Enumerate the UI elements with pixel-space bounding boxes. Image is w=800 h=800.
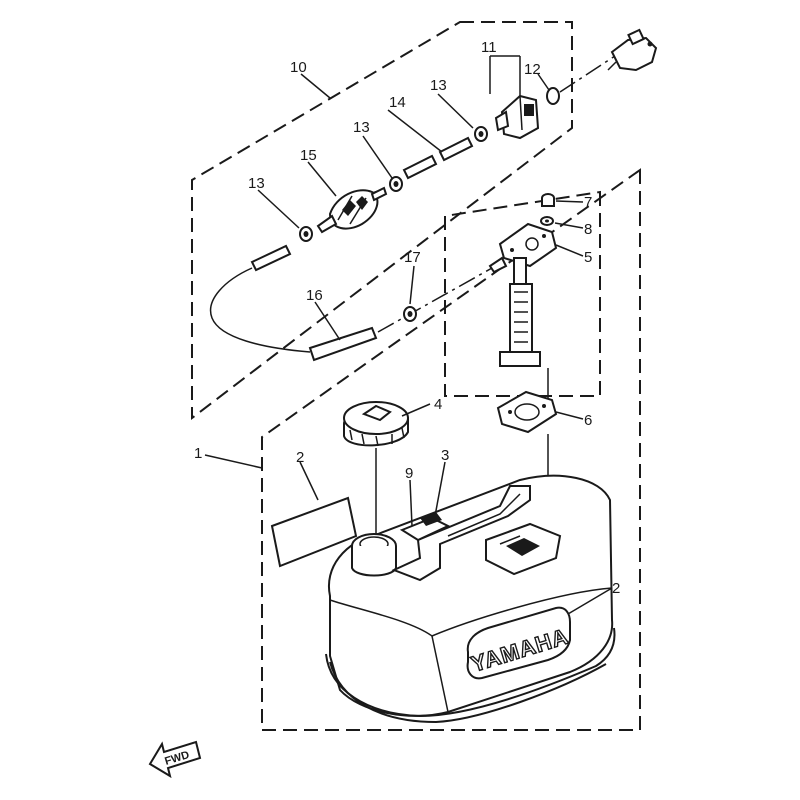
fuel-pickup-assembly <box>488 222 558 367</box>
callout-9: 9 <box>405 465 413 482</box>
hose-clamp-left <box>299 226 313 242</box>
tank-connector <box>494 94 540 140</box>
callout-13-left: 13 <box>248 175 265 192</box>
callout-4: 4 <box>434 396 442 413</box>
callout-13-middle: 13 <box>353 119 370 136</box>
fuel-tank: YAMAHA <box>325 474 616 724</box>
callout-7: 7 <box>584 194 592 211</box>
forward-direction-arrow: FWD <box>148 740 202 779</box>
callout-2-decal: 2 <box>296 449 304 466</box>
pickup-gasket <box>496 390 558 434</box>
fuel-line-group-boundary <box>191 21 573 421</box>
callout-17: 17 <box>404 249 421 266</box>
callout-5: 5 <box>584 249 592 266</box>
callout-13-top: 13 <box>430 77 447 94</box>
callout-labels: 1 2 2 3 4 5 6 7 8 9 10 11 12 13 13 13 14… <box>194 39 620 597</box>
hose-clamp-middle <box>389 176 403 192</box>
callout-10: 10 <box>290 59 307 76</box>
hose-clamp-lower <box>403 306 417 322</box>
pickup-washer <box>540 216 554 226</box>
pickup-screw <box>541 193 555 207</box>
connector-centerline <box>559 55 616 93</box>
o-ring <box>546 87 560 105</box>
fuel-hose-upper <box>250 244 292 272</box>
fuel-hose-short-b <box>402 154 438 180</box>
callout-1: 1 <box>194 445 202 462</box>
callout-14: 14 <box>389 94 406 111</box>
callout-11: 11 <box>481 39 497 56</box>
hose-clamp-top <box>474 126 488 142</box>
fuel-hose-short-a <box>438 136 474 162</box>
fuel-hose-lower <box>308 326 378 362</box>
callout-6: 6 <box>584 412 592 429</box>
callout-8: 8 <box>584 221 592 238</box>
tank-group-boundary <box>261 168 641 731</box>
warning-decal <box>270 496 358 568</box>
primer-bulb <box>316 186 388 234</box>
callout-15: 15 <box>300 147 317 164</box>
outboard-connector-plug <box>607 28 658 72</box>
callout-3: 3 <box>441 447 449 464</box>
callout-2-brand: 2 <box>612 580 620 597</box>
leader-lines <box>204 55 613 615</box>
fuel-hose-long <box>209 267 311 353</box>
fuel-cap <box>343 401 409 447</box>
fuel-gauge-group-boundary <box>444 190 601 397</box>
hose-to-fitting-centerline <box>377 267 493 333</box>
callout-12: 12 <box>524 61 541 78</box>
callout-16: 16 <box>306 287 323 304</box>
